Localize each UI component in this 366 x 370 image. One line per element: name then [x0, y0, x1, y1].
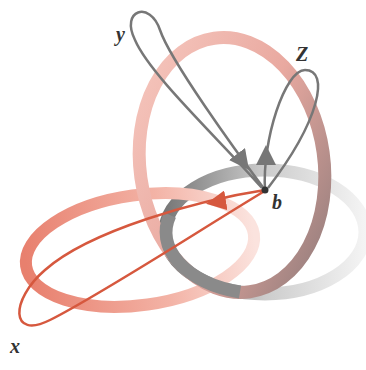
pink-ring [123, 25, 341, 304]
arrow-x [216, 201, 222, 202]
loop-z [265, 70, 318, 190]
loop-label: x [10, 336, 20, 356]
arrow-z [265, 155, 268, 160]
loop-label: b [272, 192, 282, 212]
grey-ring-front [166, 215, 240, 292]
loop-label: Z [296, 44, 308, 64]
loop-x [19, 190, 265, 325]
base-point [262, 187, 269, 194]
loop-label: y [116, 24, 125, 44]
loop-y [131, 12, 265, 190]
arrow-y [240, 158, 243, 162]
grey-ring [165, 170, 365, 294]
